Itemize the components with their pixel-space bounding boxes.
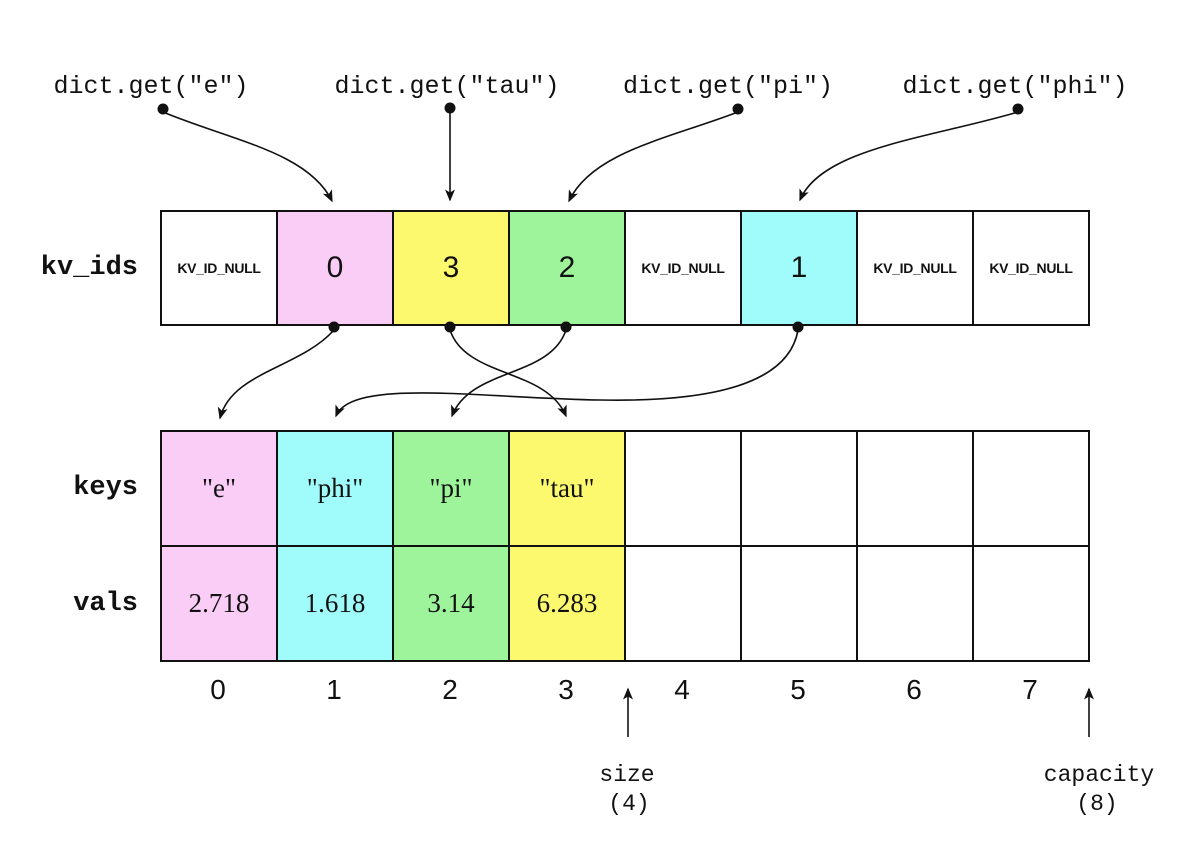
vals-cell-3-value: 6.283 [536,588,598,618]
kv-ids-cell-1-value: 0 [326,251,344,284]
vals-cell-0-value: 2.718 [188,588,250,618]
dot-get-tau [444,102,456,114]
arrow-slot1-to-entry0 [217,329,335,420]
keys-cell-0: "e" [162,432,276,545]
kv-ids-cell-3: 2 [508,212,624,324]
kv-ids-cell-1: 0 [276,212,392,324]
keys-cell-1: "phi" [276,432,392,545]
keys-cell-3-value: "tau" [539,473,595,503]
index-label-4: 4 [674,674,690,705]
vals-cell-6 [856,547,972,660]
arrow-get-phi-to-slot5 [799,111,1019,202]
keys-cell-6 [856,432,972,545]
kv-ids-cell-4: KV_ID_NULL [624,212,740,324]
keys-cell-4 [624,432,740,545]
keys-cell-1-value: "phi" [306,473,364,503]
dot-get-pi [732,103,744,115]
dot-get-phi [1012,103,1024,115]
kv-ids-cell-2-value: 3 [442,251,460,284]
kv-ids-cell-5: 1 [740,212,856,324]
vals-cell-2-value: 3.14 [427,588,475,618]
kv-ids-cell-6-value: KV_ID_NULL [873,260,957,276]
vals-row-label: vals [73,589,138,619]
capacity-value: (8) [1076,791,1118,817]
call-label-get-e: dict.get("e") [53,72,249,101]
keys-cell-2: "pi" [392,432,508,545]
index-label-3: 3 [558,674,574,705]
arrow-slot2-to-entry3 [449,329,567,418]
kv-ids-cell-5-value: 1 [790,251,808,284]
kv-ids-cell-4-value: KV_ID_NULL [641,260,725,276]
size-value: (4) [608,791,650,817]
keys-cell-7 [972,432,1088,545]
index-label-2: 2 [442,674,458,705]
index-label-1: 1 [326,674,342,705]
arrow-slot5-to-entry1 [335,329,799,418]
kv-ids-cell-7-value: KV_ID_NULL [989,260,1073,276]
vals-cell-1: 1.618 [276,547,392,660]
kv-ids-cell-7: KV_ID_NULL [972,212,1088,324]
kv-ids-cell-3-value: 2 [558,251,576,284]
keys-row: "e" "phi" "pi" "tau" [162,432,1088,545]
kv-ids-table: KV_ID_NULL 0 3 2 KV_ID_NULL 1 KV_ID_NULL… [160,210,1090,326]
keys-cell-2-value: "pi" [429,473,473,503]
vals-cell-4 [624,547,740,660]
entries-table: "e" "phi" "pi" "tau" 2.718 1.618 3.14 6.… [160,430,1090,662]
call-label-get-phi: dict.get("phi") [902,72,1128,101]
kv-ids-cell-6: KV_ID_NULL [856,212,972,324]
arrow-get-pi-to-slot3 [568,111,739,203]
dot-get-e [157,103,169,115]
arrow-get-e-to-slot1 [162,111,333,203]
vals-cell-3: 6.283 [508,547,624,660]
kv-ids-cell-0: KV_ID_NULL [162,212,276,324]
keys-cell-0-value: "e" [201,473,237,503]
index-label-5: 5 [790,674,806,705]
keys-row-label: keys [73,473,138,503]
vals-cell-2: 3.14 [392,547,508,660]
capacity-label: capacity [1043,762,1155,788]
index-label-7: 7 [1022,674,1038,705]
call-label-get-pi: dict.get("pi") [622,72,834,101]
vals-cell-5 [740,547,856,660]
kv-ids-row-label: kv_ids [40,253,138,283]
vals-cell-0: 2.718 [162,547,276,660]
kv-ids-cell-0-value: KV_ID_NULL [177,260,261,276]
vals-row: 2.718 1.618 3.14 6.283 [162,545,1088,660]
keys-cell-5 [740,432,856,545]
size-label: size [599,762,655,788]
kv-ids-cell-2: 3 [392,212,508,324]
index-label-0: 0 [210,674,226,705]
keys-cell-3: "tau" [508,432,624,545]
vals-cell-1-value: 1.618 [304,588,366,618]
index-label-6: 6 [906,674,922,705]
call-label-get-tau: dict.get("tau") [334,72,560,101]
arrow-slot3-to-entry2 [451,329,567,418]
vals-cell-7 [972,547,1088,660]
